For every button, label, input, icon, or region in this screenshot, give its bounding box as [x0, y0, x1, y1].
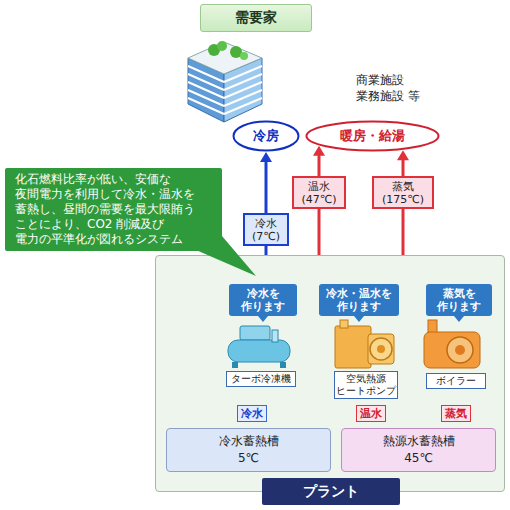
node-text: 温水 (47℃) [296, 180, 342, 206]
flow-arrow [313, 146, 325, 176]
storage-tank: 冷水蓄熱槽5℃ [166, 428, 331, 472]
flow-line [265, 246, 268, 255]
use-ellipse: 冷房 [232, 120, 300, 152]
speech-bubble: 冷水を 作ります [229, 284, 297, 316]
flow-arrow [260, 152, 272, 213]
node-text: ボイラー [436, 375, 476, 387]
node-text: 冷水 (7℃) [247, 217, 285, 243]
node-text: 暖房・給湯 [340, 127, 405, 145]
speech-bubble: 冷水・温水を 作ります [319, 284, 399, 316]
rooftop-tree [230, 46, 242, 58]
building-right-face [224, 58, 262, 122]
node-text: 冷水・温水を 作ります [321, 287, 397, 313]
building-windows [188, 66, 224, 114]
supply-box: 温水 (47℃) [292, 176, 346, 209]
supply-box: 冷水 (7℃) [243, 213, 289, 246]
node-text: 45℃ [404, 450, 433, 467]
flow-line [318, 209, 321, 255]
demand-box: 需要家 [200, 4, 312, 32]
use-ellipse: 暖房・給湯 [305, 120, 440, 152]
node-text: 蒸気を 作ります [428, 287, 490, 313]
node-text: 化石燃料比率が低い、安価な 夜間電力を利用して冷水・温水を 蓄熱し、昼間の需要を… [15, 172, 205, 247]
plant-area: プラント冷水を 作りますターボ冷凍機冷水・温水を 作ります空気熱源 ヒートポンプ… [155, 255, 505, 492]
plant-label: プラント [262, 478, 400, 505]
medium-tag: 蒸気 [441, 405, 471, 422]
equipment-label: ターボ冷凍機 [226, 371, 296, 387]
arrow-head [260, 152, 272, 162]
node-text: 冷房 [253, 127, 279, 145]
flow-arrow [266, 246, 267, 255]
building-roof [188, 42, 262, 74]
supply-box: 蒸気 (175℃) [372, 176, 434, 209]
node-text: 需要家 [235, 9, 277, 27]
rooftop-tree [217, 41, 227, 51]
building-illustration [188, 41, 262, 122]
equipment-label: 空気熱源 ヒートポンプ [334, 371, 398, 399]
node-text: 蒸気 (175℃) [376, 180, 430, 206]
arrow-head [313, 146, 325, 156]
ellipse-shape [234, 122, 299, 151]
flow-line [265, 161, 268, 213]
flow-arrow [403, 209, 404, 255]
storage-tank: 熱源水蓄熱槽45℃ [341, 428, 496, 472]
medium-tag: 冷水 [237, 405, 267, 422]
node-text: 冷水を 作ります [231, 287, 295, 313]
node-text: 蒸気 [445, 406, 467, 421]
flow-line [402, 209, 405, 255]
node-text: 熱源水蓄熱槽 [383, 433, 455, 450]
node-text: 温水 [360, 406, 382, 421]
speech-bubble: 蒸気を 作ります [426, 284, 492, 316]
node-text: 5℃ [238, 450, 259, 467]
flow-arrow [319, 209, 320, 255]
node-text: 冷水 [241, 406, 263, 421]
rooftop-tree [208, 44, 220, 56]
building-label: 商業施設 業務施設 等 [356, 72, 438, 104]
rooftop-tree [240, 52, 248, 60]
flow-line [318, 155, 321, 176]
note-callout: 化石燃料比率が低い、安価な 夜間電力を利用して冷水・温水を 蓄熱し、昼間の需要を… [5, 168, 222, 251]
node-text: 空気熱源 ヒートポンプ [336, 373, 396, 397]
flow-arrow [397, 150, 409, 176]
node-text: ターボ冷凍機 [231, 373, 291, 385]
arrow-head [397, 150, 409, 160]
building-windows [224, 66, 262, 114]
equipment-label: ボイラー [426, 373, 486, 389]
building-left-face [188, 58, 224, 122]
medium-tag: 温水 [356, 405, 386, 422]
flow-line [402, 159, 405, 176]
node-text: 冷水蓄熱槽 [219, 433, 279, 450]
ellipse-shape [307, 122, 439, 151]
